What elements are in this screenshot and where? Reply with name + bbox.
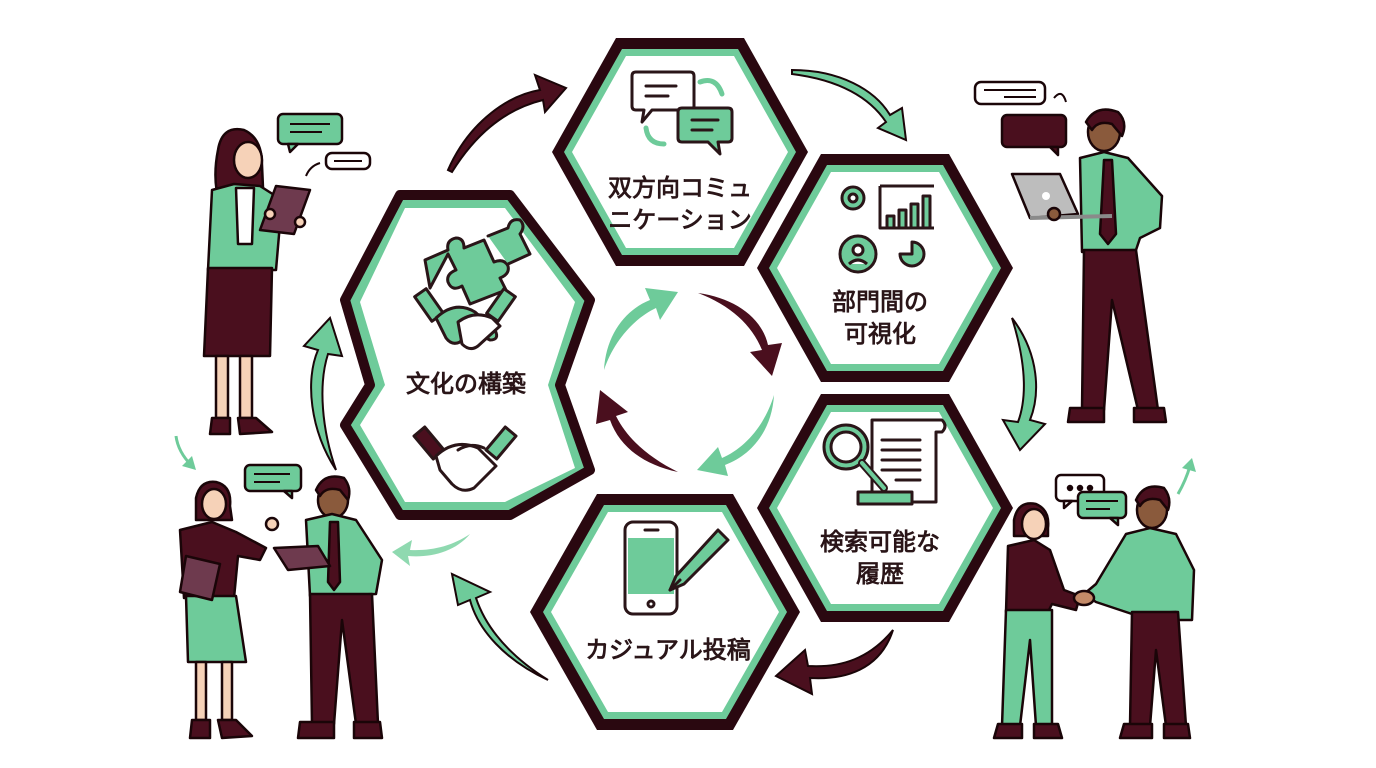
message-pill-icon — [973, 80, 1047, 106]
small-arrow-left — [392, 534, 470, 566]
outer-cycle-arrows — [302, 68, 1047, 696]
handshake-icon — [412, 425, 518, 492]
hex-two-way-communication — [552, 38, 808, 266]
arrow-to-culture — [302, 316, 344, 471]
hex-label-communication-line1: 双方向コミュ — [608, 174, 752, 202]
hex-label-search-line2: 履歴 — [856, 560, 904, 588]
chat-bubble-icon — [243, 463, 303, 493]
inner-arrow-bottom-left — [596, 390, 678, 472]
person-man-with-laptop — [973, 80, 1168, 424]
chat-bubble-icon — [276, 112, 344, 146]
hex-label-culture: 文化の構築 — [406, 370, 527, 398]
hex-cross-department-visibility — [757, 154, 1013, 382]
chat-exchange-icon — [630, 70, 734, 156]
person-woman-with-tablet — [202, 112, 372, 436]
hex-label-casual: カジュアル投稿 — [585, 636, 751, 664]
arrow-to-casual — [774, 629, 894, 696]
person-pair-talking — [174, 435, 384, 740]
hex-label-communication-line2: ニケーション — [608, 206, 752, 234]
hex-culture-building — [340, 190, 595, 520]
arrow-from-casual — [450, 572, 549, 681]
chat-bubble-icon — [1000, 113, 1068, 149]
hex-label-visibility-line2: 可視化 — [844, 320, 916, 348]
inner-arrow-bottom-right — [697, 395, 774, 476]
chat-bubble-icon — [1076, 490, 1128, 520]
hex-label-search-line1: 検索可能な — [820, 528, 940, 556]
arrow-to-communication — [446, 73, 568, 174]
arrow-to-visibility — [791, 68, 908, 142]
gear-chart-icon — [838, 184, 934, 274]
arrow-to-search — [1001, 317, 1047, 452]
magnifier-document-icon — [822, 418, 947, 506]
hex-label-visibility-line1: 部門間の — [832, 288, 928, 316]
puzzle-handshake-icon — [413, 218, 532, 351]
person-pair-handshake — [992, 458, 1196, 740]
phone-pencil-icon — [623, 520, 730, 616]
inner-arrow-top-left — [604, 288, 678, 370]
inner-arrow-top-right — [698, 293, 782, 376]
inner-cycle-arrows — [596, 288, 782, 476]
